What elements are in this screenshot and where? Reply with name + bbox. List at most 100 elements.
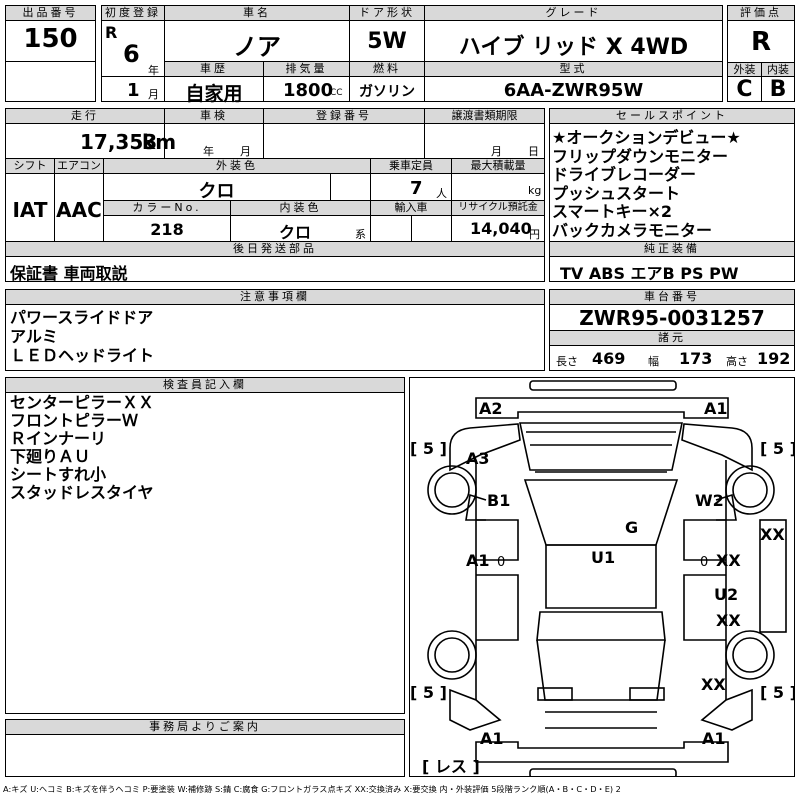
transfer-month-unit: 月 (491, 145, 502, 158)
notes-cell (5, 304, 545, 371)
displacement: 1800 (283, 80, 334, 101)
inspector-item: 下廻りＡＵ (10, 447, 91, 466)
transfer-cell (424, 123, 545, 159)
recycle-header: リサイクル預託金 (451, 200, 545, 216)
mark-front-door-left: B1 (487, 491, 510, 510)
import-divider (411, 215, 412, 242)
car-name: ノア (233, 33, 281, 61)
mark-front-bumper-left: A2 (479, 399, 503, 418)
mark-right-panel: U2 (714, 585, 738, 604)
inspector-notes: センターピラーＸＸ フロントピラーＷ Ｒインナーリ 下廻りＡＵ シートすれ小 ス… (10, 394, 154, 502)
max-load-unit: kg (528, 184, 542, 197)
exterior-header: 外装 (727, 62, 762, 77)
sales-points-list: ★オークションデビュー★ フリップダウンモニター ドライブレコーダー プッシュス… (552, 128, 741, 240)
length-label: 長さ (556, 355, 578, 368)
mark-front-bumper-right: A1 (704, 399, 728, 418)
spare-tire-label: [ レス ] (422, 757, 480, 776)
color-no-header: カラーNo. (103, 200, 231, 216)
inspector-item: フロントピラーＷ (10, 411, 139, 430)
sales-point-item: バックカメラモニター (552, 220, 713, 240)
mark-rear-fender-right: XX (701, 675, 726, 694)
year-unit: 年 (148, 64, 159, 77)
first-reg-divider (101, 76, 165, 77)
capacity: 7 (410, 178, 423, 199)
int-color-unit: 系 (355, 228, 366, 241)
color-no: 218 (150, 220, 184, 239)
inspection-year-unit: 年 (203, 145, 214, 158)
inspection-header: 車検 (164, 108, 264, 124)
ext-color: クロ (198, 181, 235, 202)
inspection-month-unit: 月 (240, 145, 251, 158)
month-unit: 月 (148, 88, 159, 101)
reg-month: 1 (127, 80, 140, 101)
tire-front-right-label: [ 5 ] (760, 439, 795, 458)
note-item: ＬＥＤヘッドライト (10, 346, 155, 365)
chassis-number: ZWR95-0031257 (579, 306, 765, 330)
displacement-header: 排気量 (263, 61, 350, 77)
history: 自家用 (185, 83, 243, 105)
mark-front-fender-left: A3 (466, 449, 490, 468)
equipment-cell (549, 256, 795, 282)
mark-right-zero: 0 (700, 555, 708, 570)
reg-no-header: 登録番号 (263, 108, 425, 124)
sales-point-item: ドライブレコーダー (552, 165, 697, 184)
displacement-unit: CC (330, 88, 343, 98)
score: R (750, 27, 772, 57)
tire-front-left-label: [ 5 ] (410, 439, 447, 458)
air-conditioner: AAC (56, 198, 102, 222)
score-header: 評価点 (727, 5, 795, 21)
height-label: 高さ (726, 355, 748, 368)
era: R (105, 23, 118, 42)
transfer-header: 譲渡書類期限 (424, 108, 545, 124)
sales-point-item: プッシュスタート (552, 183, 681, 203)
ac-header: エアコン (54, 158, 104, 174)
tire-rear-right-label: [ 5 ] (760, 683, 795, 702)
later-parts: 保証書 車両取説 (10, 264, 128, 283)
model-cell (424, 76, 723, 102)
equipment: TV ABS エアB PS PW (560, 264, 739, 283)
inspector-item: スタッドレスタイヤ (10, 483, 154, 502)
history-header: 車歴 (164, 61, 264, 77)
transfer-day-unit: 日 (528, 145, 539, 158)
mark-rear-bumper-right: A1 (702, 729, 726, 748)
inspector-item: シートすれ小 (10, 465, 107, 484)
specs-header: 諸元 (549, 330, 795, 346)
inspector-cell (5, 392, 405, 714)
inspector-header: 検査員記入欄 (5, 377, 405, 393)
car-name-header: 車名 (164, 5, 350, 21)
capacity-header: 乗車定員 (370, 158, 452, 174)
office-header: 事務局よりご案内 (5, 719, 405, 735)
grade-header: グレード (424, 5, 723, 21)
equipment-header: 純正装備 (549, 241, 795, 257)
width-label: 幅 (648, 355, 659, 368)
car-diagram-frame (409, 377, 795, 777)
interior-header: 内装 (761, 62, 795, 77)
legend: A:キズ U:ヘコミ B:キズを伴うヘコミ P:要塗装 W:補修跡 S:錆 C:… (3, 784, 621, 794)
mark-rear-bumper-left: A1 (480, 729, 504, 748)
mark-roof: U1 (591, 548, 615, 567)
later-parts-header: 後日発送部品 (5, 241, 545, 257)
notes-list: パワースライドドア アルミ ＬＥＤヘッドライト (10, 308, 154, 365)
car-diagram: [ 5 ] [ 5 ] [ 5 ] [ 5 ] [ レス ] A2 A1 A3 … (410, 380, 795, 777)
mileage: 17,353 (80, 130, 158, 154)
mark-windshield: G (625, 518, 638, 537)
height: 192 (757, 349, 791, 368)
sales-point-item: ★オークションデビュー★ (552, 128, 741, 147)
mark-rear-door-right: XX (716, 551, 741, 570)
capacity-unit: 人 (436, 187, 447, 200)
shift-header: シフト (5, 158, 55, 174)
recycle-unit: 円 (529, 228, 540, 241)
note-item: パワースライドドア (10, 308, 154, 327)
model: 6AA-ZWR95W (503, 80, 644, 101)
shift: IAT (12, 198, 48, 222)
reg-year: 6 (123, 40, 140, 68)
mark-front-door-right: W2 (695, 491, 724, 510)
door-header: ドア形状 (349, 5, 425, 21)
fuel: ガソリン (359, 84, 415, 100)
interior-cell (761, 76, 795, 102)
door: 5W (367, 29, 407, 54)
mark-right-rear-panel: XX (716, 611, 741, 630)
tire-rear-left-label: [ 5 ] (410, 683, 447, 702)
later-parts-cell (5, 256, 545, 282)
inspector-item: Ｒインナーリ (10, 429, 107, 448)
